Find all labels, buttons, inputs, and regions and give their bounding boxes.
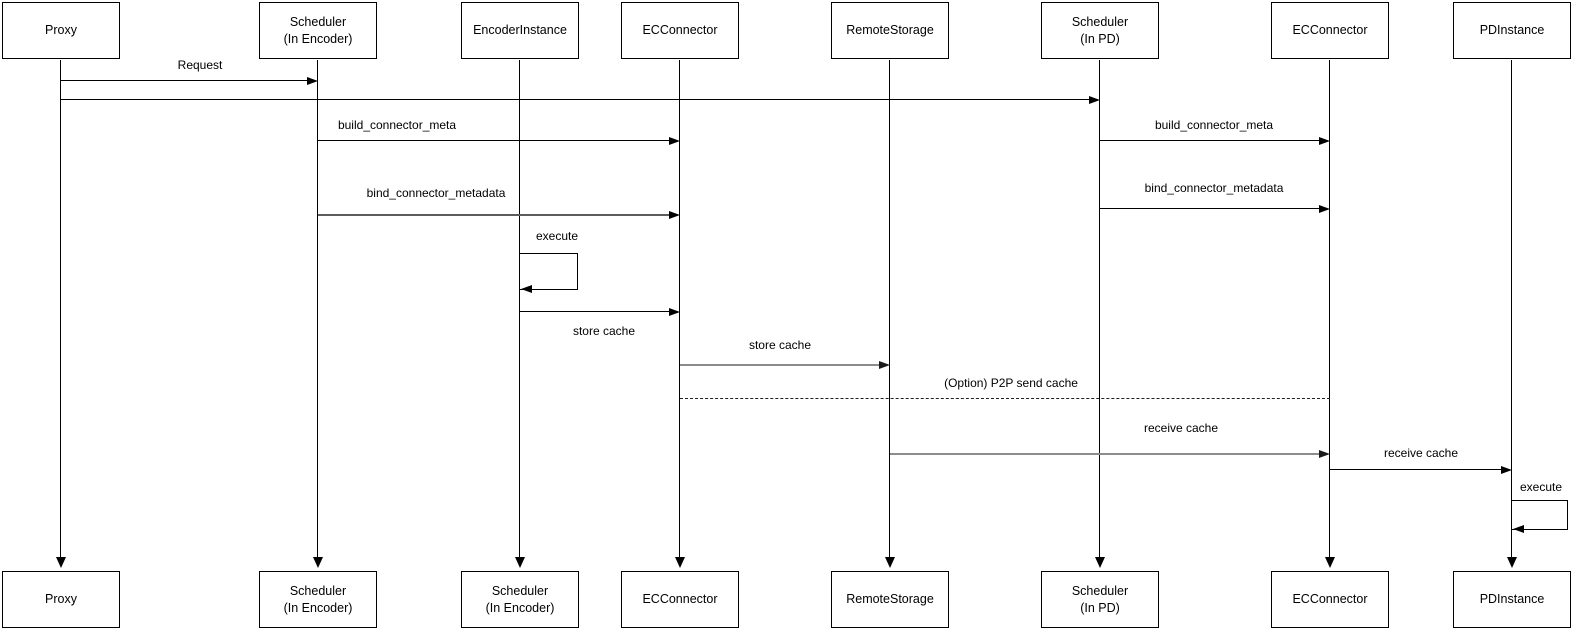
message-arrowhead-receive-cache-to-connector — [1319, 449, 1330, 458]
message-arrowhead-store-cache-to-connector — [669, 307, 680, 316]
lifeline-pd-instance — [1511, 60, 1513, 558]
message-label-build-connector-meta-right: build_connector_meta — [1152, 118, 1276, 132]
actor-box-bottom-scheduler-in-pd: Scheduler (In PD) — [1041, 571, 1159, 628]
message-line-store-cache-to-remote — [680, 363, 881, 366]
lifeline-scheduler-in-encoder — [317, 60, 319, 558]
self-loop-arrowhead-execute-encoder — [521, 284, 532, 293]
message-label-receive-cache-to-pd: receive cache — [1381, 446, 1461, 460]
message-label-bind-connector-metadata-right: bind_connector_metadata — [1142, 181, 1286, 195]
actor-box-top-remote-storage: RemoteStorage — [831, 2, 949, 59]
lifeline-arrowhead-ec-connector-encoder — [675, 557, 685, 568]
self-loop-execute-encoder — [520, 253, 578, 290]
lifeline-arrowhead-proxy — [56, 557, 66, 568]
message-arrowhead-bind-connector-metadata-left — [669, 210, 680, 219]
actor-box-top-proxy: Proxy — [2, 2, 120, 59]
message-arrowhead-store-cache-to-remote — [879, 360, 890, 369]
message-arrowhead-bind-connector-metadata-right — [1319, 204, 1330, 213]
message-arrowhead-proxy-to-scheduler-pd — [1089, 95, 1100, 104]
message-line-bind-connector-metadata-left — [318, 214, 671, 216]
lifeline-arrowhead-encoder-instance — [515, 557, 525, 568]
actor-box-top-ec-connector-encoder: ECConnector — [621, 2, 739, 59]
actor-box-bottom-proxy: Proxy — [2, 571, 120, 628]
message-label-receive-cache-to-connector: receive cache — [1141, 421, 1221, 435]
actor-box-top-encoder-instance: EncoderInstance — [461, 2, 579, 59]
lifeline-ec-connector-pd — [1329, 60, 1331, 558]
message-arrowhead-request — [307, 76, 318, 85]
actor-box-bottom-ec-connector-encoder: ECConnector — [621, 571, 739, 628]
message-line-bind-connector-metadata-right — [1100, 208, 1321, 210]
lifeline-arrowhead-remote-storage — [885, 557, 895, 568]
lifeline-remote-storage — [889, 60, 891, 558]
actor-box-top-ec-connector-pd: ECConnector — [1271, 2, 1389, 59]
self-loop-label-execute-pd: execute — [1517, 480, 1565, 494]
lifeline-proxy — [60, 60, 62, 558]
lifeline-scheduler-in-pd — [1099, 60, 1101, 558]
message-line-request — [61, 80, 309, 82]
message-label-store-cache-to-remote: store cache — [746, 338, 814, 352]
actor-box-top-scheduler-in-pd: Scheduler (In PD) — [1041, 2, 1159, 59]
actor-box-bottom-encoder-instance: Scheduler (In Encoder) — [461, 571, 579, 628]
self-loop-execute-pd — [1512, 500, 1568, 530]
message-line-receive-cache-to-pd — [1330, 469, 1503, 471]
message-line-p2p-send-cache — [680, 398, 1330, 400]
message-line-proxy-to-scheduler-pd — [61, 99, 1091, 101]
message-label-p2p-send-cache: (Option) P2P send cache — [942, 376, 1080, 390]
actor-box-top-pd-instance: PDInstance — [1453, 2, 1571, 59]
message-label-request: Request — [175, 58, 225, 72]
lifeline-arrowhead-ec-connector-pd — [1325, 557, 1335, 568]
message-label-bind-connector-metadata-left: bind_connector_metadata — [364, 186, 508, 200]
message-label-build-connector-meta-left: build_connector_meta — [335, 118, 459, 132]
actor-box-bottom-scheduler-in-encoder: Scheduler (In Encoder) — [259, 571, 377, 628]
message-arrowhead-build-connector-meta-right — [1319, 136, 1330, 145]
lifeline-arrowhead-scheduler-in-encoder — [313, 557, 323, 568]
message-line-receive-cache-to-connector — [890, 452, 1321, 455]
message-line-store-cache-to-connector — [520, 311, 671, 313]
lifeline-encoder-instance — [519, 60, 521, 558]
lifeline-arrowhead-pd-instance — [1507, 557, 1517, 568]
actor-box-top-scheduler-in-encoder: Scheduler (In Encoder) — [259, 2, 377, 59]
message-label-store-cache-to-connector: store cache — [570, 324, 638, 338]
lifeline-arrowhead-scheduler-in-pd — [1095, 557, 1105, 568]
actor-box-bottom-pd-instance: PDInstance — [1453, 571, 1571, 628]
actor-box-bottom-ec-connector-pd: ECConnector — [1271, 571, 1389, 628]
message-line-build-connector-meta-right — [1100, 140, 1321, 142]
message-arrowhead-receive-cache-to-pd — [1501, 465, 1512, 474]
self-loop-label-execute-encoder: execute — [533, 229, 581, 243]
message-line-build-connector-meta-left — [318, 140, 671, 142]
self-loop-arrowhead-execute-pd — [1513, 524, 1524, 533]
actor-box-bottom-remote-storage: RemoteStorage — [831, 571, 949, 628]
message-arrowhead-build-connector-meta-left — [669, 136, 680, 145]
